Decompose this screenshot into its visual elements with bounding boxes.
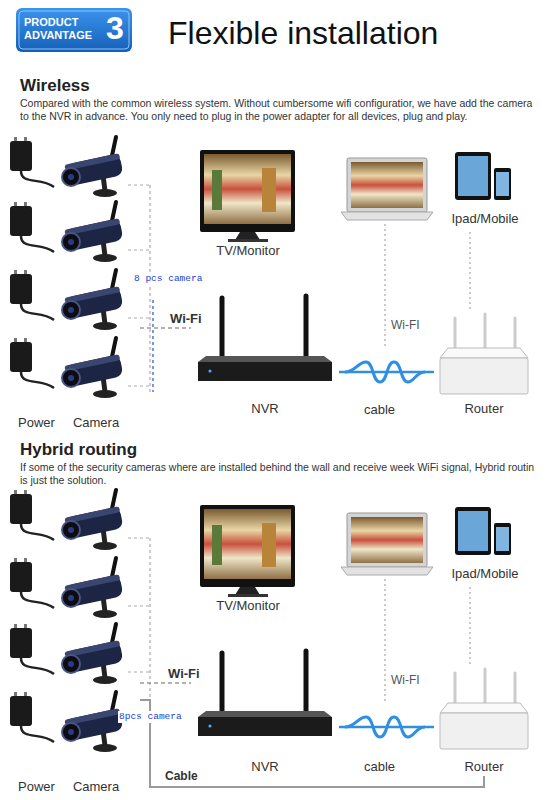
camera-icon — [62, 137, 124, 197]
node-label: TV/Monitor — [192, 598, 304, 613]
badge-text: PRODUCT ADVANTAGE — [24, 16, 104, 42]
nvr-recorder: NVR — [191, 292, 339, 418]
node-label-box: Ipad/Mobile — [436, 211, 534, 226]
connector — [140, 700, 484, 787]
power-adapter — [10, 692, 54, 742]
edge-label: cable — [362, 759, 397, 774]
column-label: Power — [18, 779, 55, 794]
connector — [140, 682, 191, 684]
link — [128, 184, 150, 185]
node-label-box: Camera — [52, 779, 140, 794]
link — [128, 605, 150, 606]
power-adapter — [10, 490, 54, 540]
node-label-box: Router — [434, 401, 534, 416]
node-label-box: TV/Monitor — [192, 598, 304, 613]
router: Router — [434, 655, 534, 776]
section-text: Compared with the common wireless system… — [20, 97, 535, 122]
node-label-box: Router — [434, 759, 534, 774]
device-set — [198, 505, 528, 749]
power-adapter — [10, 624, 54, 674]
link-bus — [149, 538, 150, 700]
connector — [339, 371, 434, 374]
edge-label: Cable — [163, 769, 200, 783]
camera-icon — [62, 624, 124, 684]
camera-count: 8pcs camera — [118, 711, 183, 723]
tv-monitor: TV/Monitor — [192, 503, 304, 615]
edge-label: cable — [362, 402, 397, 417]
section-heading: Wireless — [20, 76, 90, 96]
link-blue — [152, 300, 153, 392]
link-bus — [149, 185, 150, 392]
nvr-recorder: NVR — [191, 646, 339, 776]
power-adapter — [10, 137, 54, 187]
section-text: If some of the security cameras where ar… — [20, 461, 535, 486]
node-label: NVR — [191, 759, 339, 774]
column-label: Power — [18, 415, 55, 430]
node-label-box: Ipad/Mobile — [436, 566, 534, 581]
mobile-device: Ipad/Mobile — [436, 503, 534, 583]
node-label-box: TV/Monitor — [192, 243, 304, 258]
link — [128, 249, 150, 250]
node-label: NVR — [191, 401, 339, 416]
camera-group: Camera — [52, 486, 140, 796]
power-adapter — [10, 558, 54, 608]
section-heading: Hybrid routing — [20, 440, 137, 460]
node-label: Router — [434, 401, 534, 416]
power-adapter — [10, 338, 54, 388]
node-label-box: NVR — [191, 759, 339, 774]
node-label-box: Camera — [52, 415, 140, 430]
mobile-device: Ipad/Mobile — [436, 148, 534, 228]
node-label: Router — [434, 759, 534, 774]
edge-label: Wi-Fi — [168, 311, 204, 326]
edge-label: Wi-Fi — [166, 666, 202, 681]
wifi-label: Wi-FI — [391, 318, 420, 332]
camera-icon — [62, 558, 124, 618]
power-adapter — [10, 270, 54, 320]
camera-group: Camera — [52, 132, 140, 432]
link — [128, 537, 150, 538]
camera-icon — [62, 338, 124, 398]
node-label-box: NVR — [191, 401, 339, 416]
camera-icon — [62, 490, 124, 550]
link — [128, 671, 150, 672]
node-label: Camera — [52, 415, 140, 430]
camera-count: 8 pcs camera — [133, 273, 203, 285]
link — [128, 317, 150, 318]
badge — [16, 8, 132, 52]
connector — [339, 726, 434, 729]
router: Router — [434, 300, 534, 418]
device-set — [198, 150, 528, 394]
node-label: Camera — [52, 779, 140, 794]
node-label: Ipad/Mobile — [436, 566, 534, 581]
camera-icon — [62, 270, 124, 330]
link — [128, 385, 150, 386]
camera-icon — [62, 202, 124, 262]
badge-number: 3 — [106, 9, 124, 47]
connector — [140, 327, 191, 329]
power-adapter — [10, 202, 54, 252]
camera-icon — [62, 692, 124, 752]
node-label: Ipad/Mobile — [436, 211, 534, 226]
node-label: TV/Monitor — [192, 243, 304, 258]
wifi-label: Wi-FI — [391, 673, 420, 687]
tv-monitor: TV/Monitor — [192, 148, 304, 260]
title: Flexible installation — [168, 14, 438, 52]
